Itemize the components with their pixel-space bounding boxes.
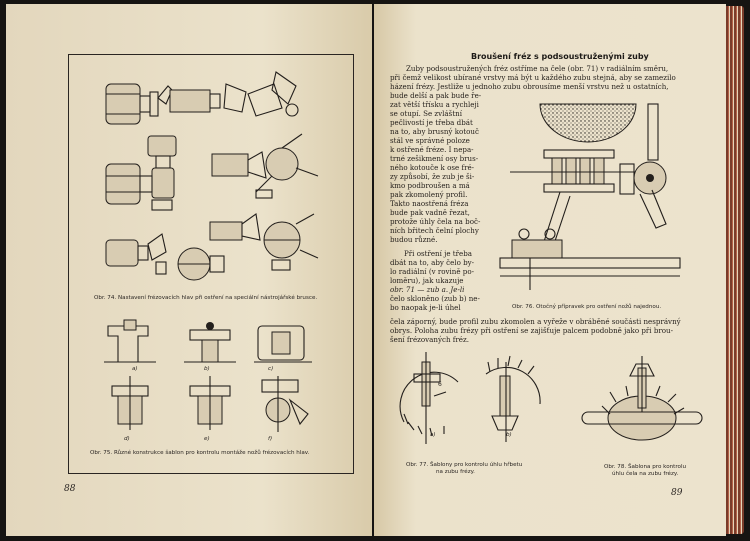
figure-76-illustration (499, 103, 681, 290)
left-page: Obr. 74. Nastavení frézovacích hlav při … (6, 4, 372, 536)
page-edges (726, 6, 744, 534)
right-page (374, 4, 726, 536)
text-line: házení frézy. Jestliže u jednoho zubu ob… (390, 82, 669, 91)
text-line: stál ve správné poloze (390, 136, 470, 145)
figure-74-caption: Obr. 74. Nastavení frézovacích hlav při … (94, 295, 318, 301)
fig75-label-e: e) (204, 436, 210, 442)
figure-76-caption: Obr. 76. Otočný přípravek pro ostření no… (512, 304, 662, 310)
text-line: Takto naostřená fréza (390, 199, 469, 208)
figure-78-illustration (581, 356, 703, 441)
text-line: na to, aby brusný kotouč (390, 127, 479, 136)
page-number-left: 88 (64, 484, 76, 494)
figure-78-caption-line-1: Obr. 78. Šablona pro kontrolu (604, 464, 687, 470)
figure-77-caption-line-1: Obr. 77. Šablony pro kontrolu úhlu hřbet… (406, 462, 523, 468)
figure-74-illustration (105, 71, 319, 281)
text-line: obr. 71 — zub a. Je-li (390, 285, 465, 294)
text-line: ních břitech čelní plochy (390, 226, 479, 235)
text-line: obrys. Poloha zubu frézy při ostření se … (390, 326, 673, 335)
figure-frame (68, 54, 354, 474)
text-line: zat větší třísku a rychleji (390, 100, 479, 109)
open-book: Obr. 74. Nastavení frézovacích hlav při … (6, 4, 744, 536)
section-title: Broušení fréz s podsoustruženými zuby (471, 52, 649, 61)
text-line: bude pak vadně řezat, (390, 208, 470, 217)
text-line: budou různé. (390, 235, 438, 244)
figure-77-caption-line-2: na zubu frézy. (436, 469, 475, 475)
fig75-label-f: f) (268, 436, 273, 442)
text-line: loměru), jak ukazuje (390, 276, 464, 285)
text-line: ného kotouče k ose fré- (390, 163, 475, 172)
text-line: pečlivostí je třeba dbát (390, 118, 473, 127)
text-line: bude delší a pak bude ře- (390, 91, 482, 100)
fig75-label-a: a) (132, 366, 138, 372)
text-line: Zuby podsoustružených fréz ostříme na če… (406, 64, 669, 73)
text-line: čelo skloněno (zub b) ne- (390, 294, 480, 303)
text-line: pak zkomolený profil. (390, 190, 468, 199)
text-line: čela záporný, bude profil zubu zkomolen … (390, 317, 681, 326)
fig75-label-d: d) (124, 436, 130, 442)
fig75-label-c: c) (268, 366, 274, 372)
text-line: při čemž velikost ubírané vrstvy má být … (390, 73, 676, 82)
figure-78-caption-line-2: úhlu čela na zubu frézy. (612, 471, 679, 477)
fig77-label-a: a) (430, 432, 436, 438)
text-line: lo radiální (v rovině po- (390, 267, 475, 276)
text-line: Při ostření je třeba (404, 249, 472, 258)
text-line: zy způsobí, že zub je ši- (390, 172, 475, 181)
figure-75-caption: Obr. 75. Různé konstrukce šablon pro kon… (90, 450, 310, 456)
text-line: trné zešikmení osy brus- (390, 154, 479, 163)
text-line: dbát na to, aby čelo by- (390, 258, 475, 267)
page-number-right: 89 (671, 488, 683, 498)
text-line: se otupí. Se zvláštní (390, 109, 462, 118)
figure-75-illustration (104, 319, 312, 432)
text-line: protože úhly čela na boč- (390, 217, 481, 226)
svg-text:6: 6 (438, 381, 442, 388)
text-line: kmo podbroušen a má (390, 181, 470, 190)
fig75-label-b: b) (204, 366, 210, 372)
figure-77-illustration: 6 (399, 352, 541, 444)
text-line: k ostřené fréze. I nepa- (390, 145, 474, 154)
text-line: bo naopak je-li úhel (390, 303, 461, 312)
fig77-label-b: b) (506, 432, 512, 438)
text-line: šení frézovaných fréz. (390, 335, 469, 344)
